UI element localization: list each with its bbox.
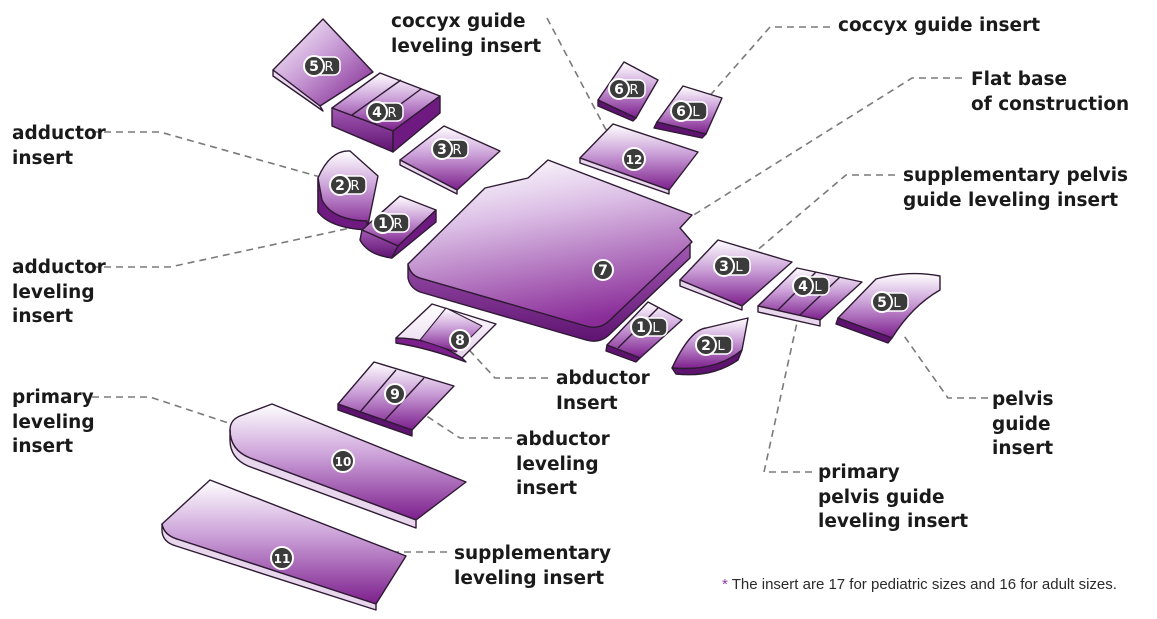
badge-side-letter: R [629,83,638,98]
label-pelvis-guide-insert: pelvis guide insert [992,389,1054,459]
insert-11-shape [161,479,407,611]
leader-supplementary-pelvis [747,174,895,259]
badge-circle [670,100,692,122]
badge-side-letter: R [324,60,333,75]
leader-adductor-insert [92,131,339,183]
label-adductor-insert: adductor insert [12,123,106,169]
leader-adductor-leveling [92,221,379,268]
badge-circle [630,316,652,338]
label-coccyx-guide-leveling-insert: coccyx guide leveling insert [391,11,542,57]
badge-6R: R6 [608,78,646,100]
label-primary-leveling-insert: primary leveling insert [12,387,95,457]
badge-8: 8 [449,329,471,351]
badge-2R: R2 [329,174,367,196]
badge-number: 6 [614,82,624,98]
leader-abductor-leveling [392,393,512,439]
badge-9: 9 [384,383,406,405]
badge-side-letter: L [652,321,660,336]
badge-circle [329,174,351,196]
badge-number: 2 [335,178,345,194]
badge-number: 3 [437,142,447,158]
badge-number: 1 [378,216,388,232]
badge-side-letter: R [387,106,396,121]
insert-4R-shape [331,72,441,153]
leader-primary-pelvis-guide [763,317,812,473]
badge-circle [792,275,814,297]
badge-4R: R4 [366,101,404,123]
badge-2L: L2 [695,334,733,356]
flat-base-shape [407,159,693,342]
badge-number: 7 [598,263,608,279]
badge-circle [622,147,646,171]
label-primary-pelvis-guide-leveling-insert: primary pelvis guide leveling insert [818,462,969,532]
badge-5R: R5 [303,55,341,77]
badge-circle [372,212,394,234]
badge-circle [366,101,388,123]
badge-number: 10 [335,455,352,469]
badge-side-letter: L [717,339,725,354]
badge-10: 10 [331,449,355,473]
badge-number: 4 [798,279,808,295]
badge-circle [449,329,471,351]
insert-8-shape [395,303,497,363]
badge-circle [608,78,630,100]
leader-abductor-insert [459,339,548,379]
badge-number: 12 [626,153,643,167]
badge-side-letter: L [893,296,901,311]
leader-coccyx-guide [705,26,830,101]
badge-circle [695,334,717,356]
badge-6L: L6 [670,100,708,122]
leader-lines [92,17,988,559]
badge-side-letter: R [393,217,402,232]
label-abductor-insert: abductor Insert [556,368,650,414]
label-flat-base: Flat base of construction [971,69,1130,115]
badge-number: 6 [676,104,686,120]
badge-1L: L1 [630,316,668,338]
label-coccyx-guide-insert: coccyx guide insert [838,15,1041,36]
badge-number: 11 [274,552,291,566]
badge-number: 4 [372,105,382,121]
badge-circle [331,449,355,473]
badge-12: 12 [622,147,646,171]
badge-circle [871,291,893,313]
badge-circle [303,55,325,77]
badge-number: 5 [309,59,319,75]
badge-number: 9 [390,387,400,403]
leader-pelvis-guide [901,332,988,399]
badge-3L: L3 [713,255,751,277]
badge-number: 1 [636,320,646,336]
footnote: * The insert are 17 for pediatric sizes … [722,576,1117,593]
badge-number: 2 [701,338,711,354]
badge-3R: R3 [431,138,469,160]
badge-side-letter: L [735,260,743,275]
badge-side-letter: L [692,105,700,120]
label-abductor-leveling-insert: abductor leveling insert [516,429,610,499]
leader-flat-base [605,77,962,271]
footnote-text: The insert are 17 for pediatric sizes an… [727,576,1117,593]
badge-5L: L5 [871,291,909,313]
badge-4L: L4 [792,275,830,297]
label-adductor-leveling-insert: adductor leveling insert [12,257,106,327]
badge-number: 3 [719,259,729,275]
badge-side-letter: R [452,143,461,158]
badge-circle [592,259,614,281]
badge-number: 5 [877,295,887,311]
badge-1R: R1 [372,212,410,234]
badge-side-letter: R [350,179,359,194]
footnote-asterisk: * [722,576,728,593]
label-supplementary-leveling-insert: supplementary leveling insert [454,543,612,589]
label-supplementary-pelvis-guide-leveling-insert: supplementary pelvis guide leveling inse… [903,165,1129,211]
badge-side-letter: L [814,280,822,295]
badge-circle [270,546,294,570]
insert-3R-shape [399,125,501,195]
badge-11: 11 [270,546,294,570]
badge-circle [384,383,406,405]
badge-number: 8 [455,333,465,349]
badge-7: 7 [592,259,614,281]
badge-circle [713,255,735,277]
badge-circle [431,138,453,160]
